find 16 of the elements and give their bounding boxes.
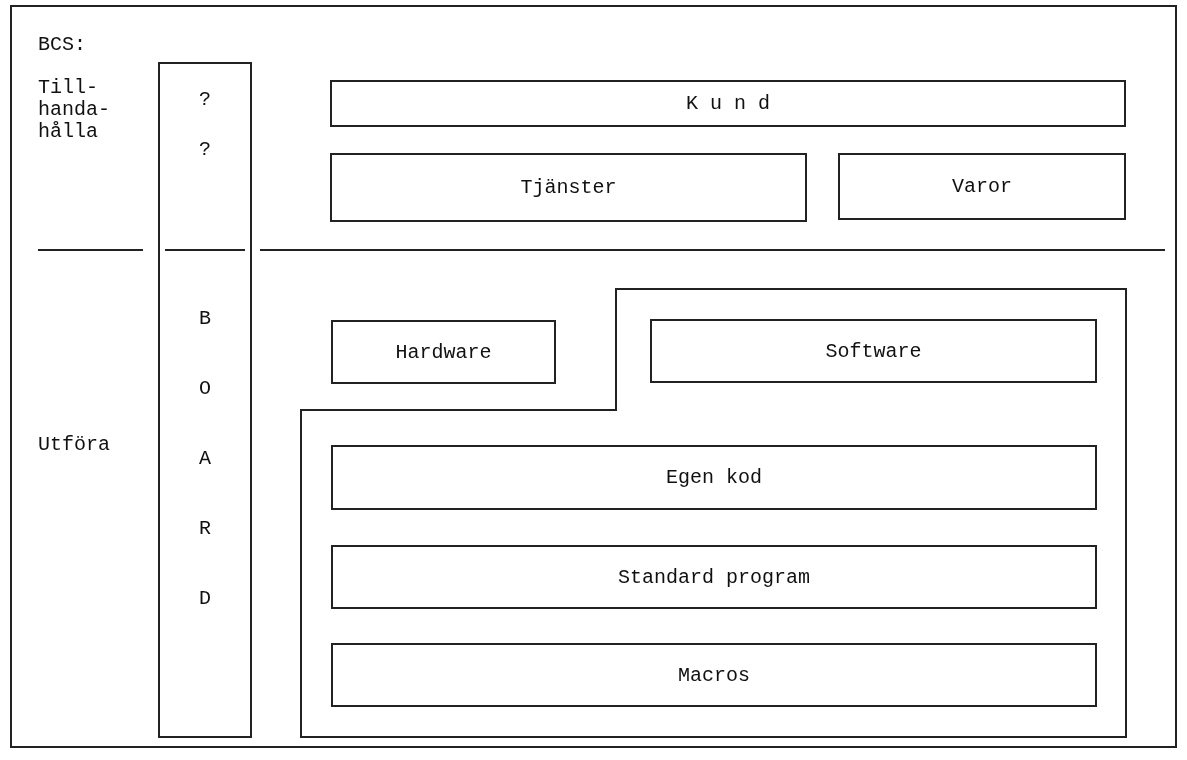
column-box xyxy=(158,62,252,738)
text-box: Software xyxy=(650,319,1097,383)
text-box: Varor xyxy=(838,153,1126,220)
text-box: Hardware xyxy=(331,320,556,384)
heading-label: BCS: xyxy=(38,34,87,56)
text-box: Tjänster xyxy=(330,153,807,222)
row-label: Utföra xyxy=(38,434,111,456)
question-mark: ? xyxy=(198,138,212,162)
vertical-title: B O A R D xyxy=(198,306,212,612)
text-box: Macros xyxy=(331,643,1097,707)
text-box: K u n d xyxy=(330,80,1126,127)
text-box: Standard program xyxy=(331,545,1097,609)
question-mark: ? xyxy=(198,88,212,112)
row-label: Till- handa- hålla xyxy=(38,77,111,143)
l-shaped-outline xyxy=(300,288,1127,738)
text-box: Egen kod xyxy=(331,445,1097,510)
